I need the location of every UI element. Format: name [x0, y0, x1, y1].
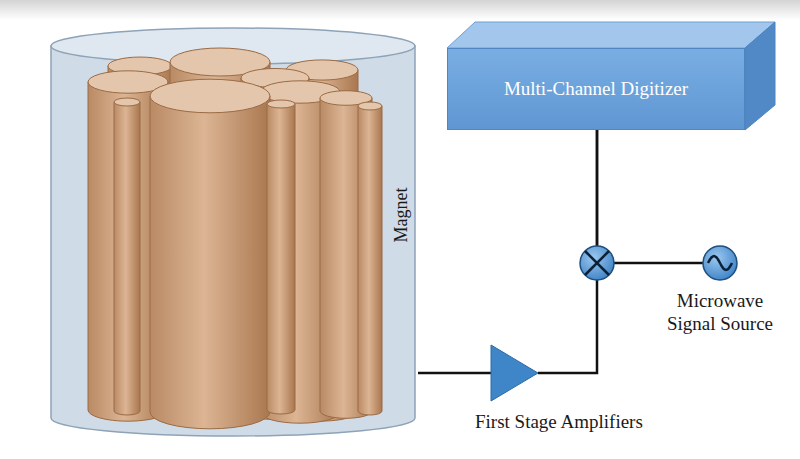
magnet-cylinder: Magnet	[50, 20, 420, 440]
source-label: Microwave Signal Source	[655, 290, 785, 336]
digitizer-box: Multi-Channel Digitizer	[447, 48, 745, 130]
signal-wire	[597, 130, 703, 263]
amplifier: First Stage Amplifiers	[470, 343, 730, 434]
cavity-top	[114, 98, 140, 106]
amplifier-symbol	[490, 343, 540, 403]
cavity-cylinder	[150, 96, 270, 429]
cavity-cylinder	[267, 104, 295, 414]
magnet-outline	[50, 20, 420, 440]
digitizer-top-face	[447, 22, 775, 48]
top-band	[0, 0, 800, 20]
cavity-top	[358, 102, 382, 110]
cavity-cylinder	[114, 102, 140, 415]
digitizer-side-face	[745, 22, 775, 130]
amplifier-label: First Stage Amplifiers	[470, 411, 730, 434]
digitizer-label: Multi-Channel Digitizer	[504, 78, 688, 101]
signal-wire	[418, 372, 491, 375]
cavity-cylinder	[358, 106, 382, 415]
magnet-label: Magnet	[391, 188, 413, 243]
cavity-top	[150, 79, 270, 113]
source-symbol	[655, 244, 785, 284]
magnet-body	[51, 46, 415, 436]
signal-source: Microwave Signal Source	[655, 244, 785, 336]
mixer-symbol	[580, 246, 614, 280]
cavity-top	[267, 100, 295, 108]
